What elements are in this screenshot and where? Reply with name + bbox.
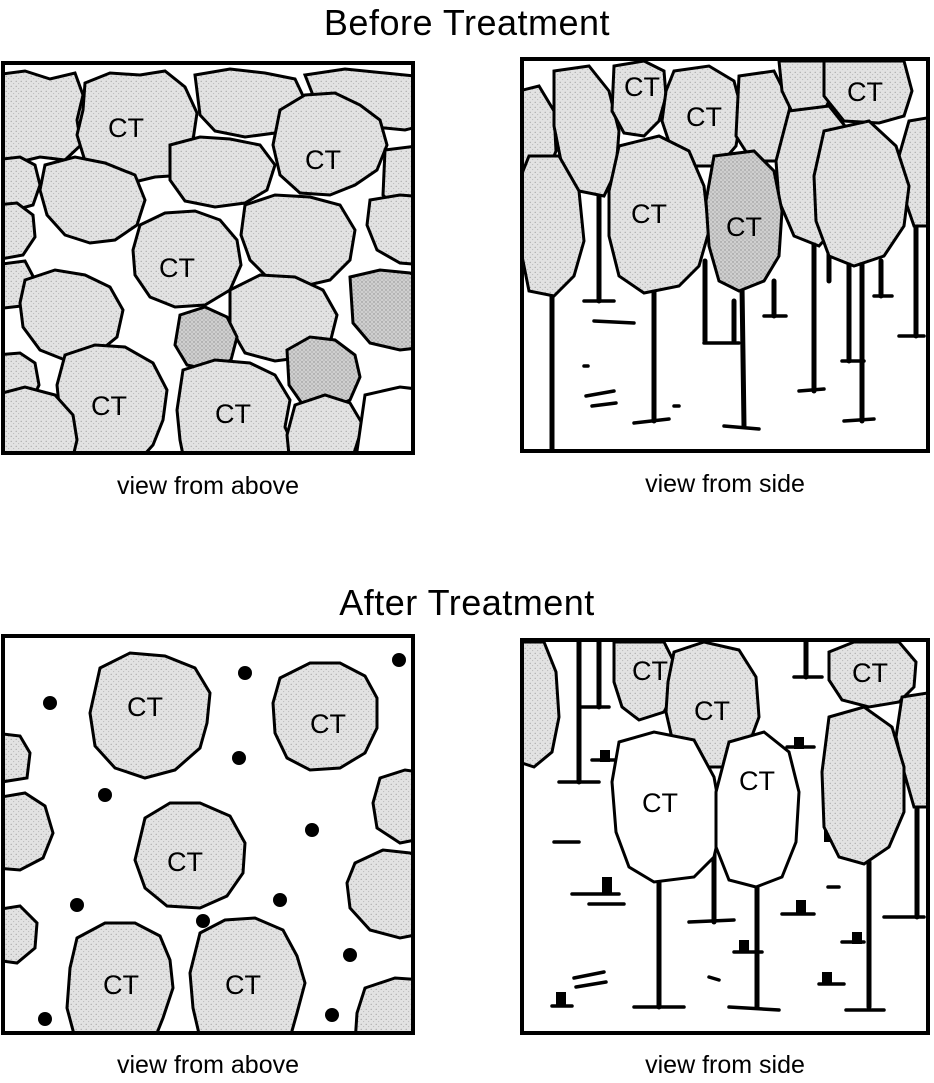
stump: [822, 972, 832, 984]
after-above-drawing: CT CT CT CT CT: [5, 638, 415, 1035]
canopy-group: [5, 653, 415, 1035]
stump: [739, 940, 749, 952]
crown: [814, 121, 909, 266]
stump: [325, 1008, 339, 1022]
crop-tree-label: CT: [642, 788, 678, 818]
stump: [273, 893, 287, 907]
stump: [600, 750, 610, 762]
after-above-caption: view from above: [1, 1051, 415, 1080]
stump: [196, 914, 210, 928]
after-above-panel: CT CT CT CT CT: [1, 634, 415, 1035]
crown: [355, 978, 415, 1035]
after-side-drawing: CT CT CT CT CT: [524, 642, 930, 1035]
crop-tree-label: CT: [726, 212, 762, 242]
crown: [5, 203, 35, 260]
before-side-caption: view from side: [520, 470, 930, 499]
crown: [5, 906, 37, 963]
crown: [350, 270, 415, 350]
stump: [556, 992, 566, 1006]
before-above-panel: CT CT CT CT CT: [1, 61, 415, 455]
stump: [343, 948, 357, 962]
crop-tree-label: CT: [127, 692, 163, 722]
before-above-caption: view from above: [1, 472, 415, 501]
crown: [5, 157, 40, 210]
crown: [367, 195, 415, 265]
stump: [98, 788, 112, 802]
crop-tree-label: CT: [310, 709, 346, 739]
after-side-caption: view from side: [520, 1051, 930, 1080]
crop-tree-label: CT: [305, 145, 341, 175]
crop-tree-label: CT: [215, 399, 251, 429]
crown: [5, 71, 83, 163]
after-side-panel: CT CT CT CT CT: [520, 638, 930, 1035]
stump: [70, 898, 84, 912]
canopy-group: [5, 69, 415, 455]
crop-tree-label: CT: [739, 766, 775, 796]
before-above-drawing: CT CT CT CT CT: [5, 65, 415, 455]
crop-tree-label: CT: [632, 656, 668, 686]
crop-tree-label: CT: [694, 696, 730, 726]
crown: [5, 733, 30, 783]
stump: [796, 900, 806, 914]
crown: [287, 395, 363, 455]
crop-tree-label: CT: [167, 847, 203, 877]
stump: [602, 877, 612, 893]
crop-tree-label: CT: [225, 970, 261, 1000]
crop-tree-label: CT: [847, 77, 883, 107]
before-side-panel: CT CT CT CT CT: [520, 57, 930, 453]
stump: [392, 653, 406, 667]
before-side-drawing: CT CT CT CT CT: [524, 61, 930, 453]
crop-tree-label: CT: [631, 199, 667, 229]
crown: [5, 793, 53, 870]
stump: [852, 932, 862, 944]
before-treatment-title: Before Treatment: [0, 2, 934, 44]
crop-tree-label: CT: [624, 72, 660, 102]
crown: [170, 137, 275, 207]
crop-tree-label: CT: [108, 113, 144, 143]
crop-tree-label: CT: [852, 658, 888, 688]
crop-tree-label: CT: [103, 970, 139, 1000]
crop-tree-crown: [716, 732, 799, 887]
crown: [355, 387, 415, 455]
crop-tree-label: CT: [159, 253, 195, 283]
stump: [43, 696, 57, 710]
crown: [241, 195, 355, 287]
stump: [238, 666, 252, 680]
crown: [347, 850, 415, 938]
stump: [305, 823, 319, 837]
crown: [822, 707, 904, 864]
stump: [38, 1012, 52, 1026]
crop-tree-label: CT: [686, 102, 722, 132]
crown: [524, 642, 559, 767]
crop-tree-label: CT: [91, 391, 127, 421]
stump: [794, 737, 804, 749]
after-treatment-title: After Treatment: [0, 582, 934, 624]
crown: [373, 770, 415, 843]
stump: [232, 751, 246, 765]
